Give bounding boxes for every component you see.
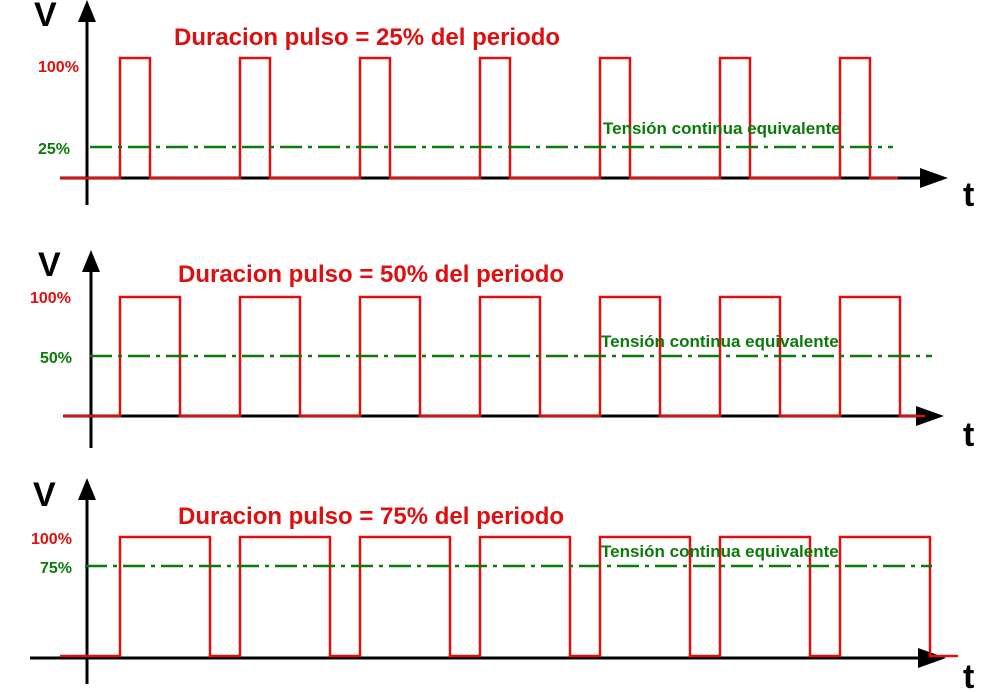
panel-75: V t Duracion pulso = 75% del periodo 100… [30, 476, 974, 692]
equivalent-voltage-label: Tensión continua equivalente [601, 332, 839, 351]
v-axis-arrow [78, 0, 96, 22]
label-100-percent: 100% [38, 59, 79, 76]
label-100-percent: 100% [30, 290, 71, 307]
pulse-duration-title: Duracion pulso = 25% del periodo [174, 24, 560, 51]
t-axis-label: t [963, 176, 974, 214]
label-level-percent: 25% [38, 141, 70, 158]
t-axis-arrow [920, 168, 948, 188]
label-level-percent: 50% [40, 350, 72, 367]
v-axis-arrow [78, 478, 96, 500]
v-axis-arrow [82, 250, 100, 272]
pulse-waveform [63, 295, 925, 418]
v-axis-label: V [33, 476, 56, 514]
t-axis-label: t [963, 416, 974, 454]
t-axis-label: t [963, 658, 974, 692]
pulse-waveform [60, 56, 898, 180]
panel-50: V t Duracion pulso = 50% del periodo 100… [30, 246, 974, 454]
t-axis-arrow [918, 648, 946, 668]
pulse-duration-title: Duracion pulso = 75% del periodo [178, 503, 564, 530]
label-level-percent: 75% [40, 560, 72, 577]
pulse-duration-title: Duracion pulso = 50% del periodo [178, 261, 564, 288]
v-axis-label: V [34, 0, 57, 34]
pulse-waveform [60, 535, 958, 658]
label-100-percent: 100% [31, 531, 72, 548]
equivalent-voltage-label: Tensión continua equivalente [603, 119, 841, 138]
t-axis-arrow [916, 406, 944, 426]
v-axis-label: V [38, 246, 61, 284]
panel-25: V t Duracion pulso = 25% del periodo 100… [34, 0, 974, 214]
equivalent-voltage-label: Tensión continua equivalente [601, 542, 839, 561]
